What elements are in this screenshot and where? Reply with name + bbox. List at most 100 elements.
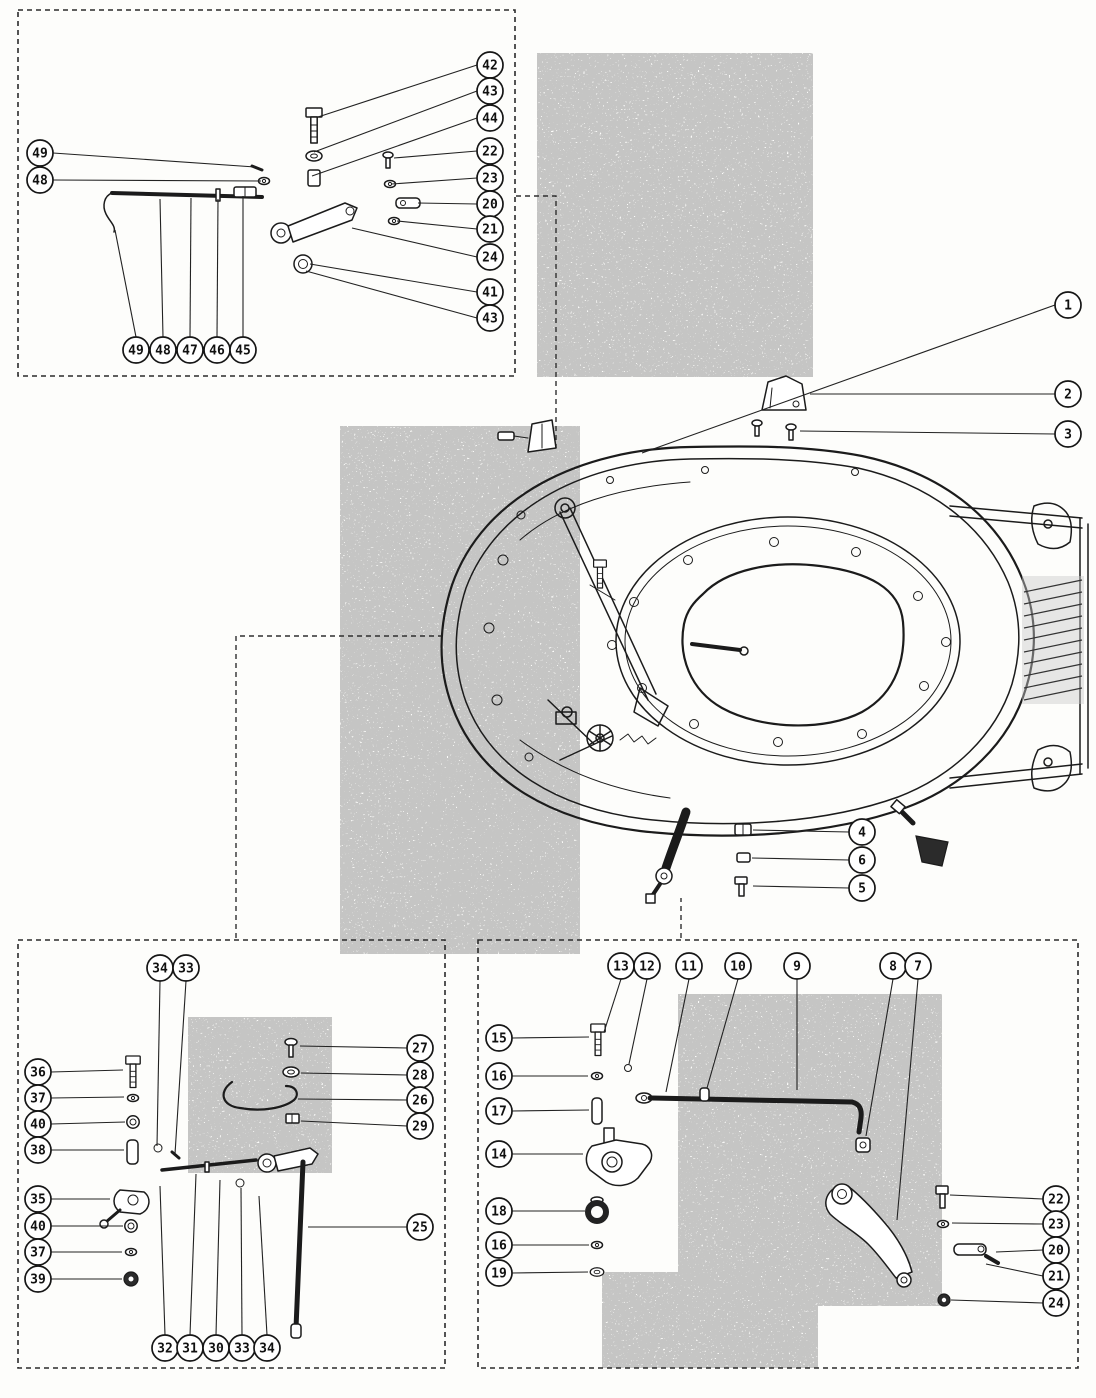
svg-text:33: 33: [178, 962, 194, 977]
callout-43: 43: [476, 77, 504, 105]
bottom-left-detail-panel-border: [17, 939, 446, 1369]
svg-text:38: 38: [30, 1144, 46, 1159]
svg-text:17: 17: [491, 1105, 507, 1120]
svg-text:23: 23: [482, 172, 498, 187]
callout-23b: 23: [1042, 1210, 1070, 1238]
callout-3: 3: [1054, 420, 1082, 448]
transom-bracket: [949, 502, 1089, 792]
svg-text:9: 9: [793, 960, 801, 975]
svg-text:30: 30: [208, 1342, 224, 1357]
callout-43b: 43: [476, 304, 504, 332]
svg-text:36: 36: [30, 1066, 46, 1081]
photocopy-speckle: [200, 80, 920, 1360]
callout-26: 26: [406, 1086, 434, 1114]
svg-text:35: 35: [30, 1193, 46, 1208]
svg-text:28: 28: [412, 1069, 428, 1084]
callout-37: 37: [24, 1084, 52, 1112]
callout-15: 15: [485, 1024, 513, 1052]
svg-text:22: 22: [482, 145, 498, 160]
callout-14: 14: [485, 1140, 513, 1168]
svg-text:44: 44: [482, 112, 498, 127]
callout-4: 4: [848, 818, 876, 846]
svg-text:13: 13: [613, 960, 629, 975]
connector-bottom-left-to-housing: [235, 635, 446, 938]
connector-top-left-to-housing: [516, 195, 557, 448]
callout-49b: 49: [122, 336, 150, 364]
callout-49: 49: [26, 139, 54, 167]
svg-text:7: 7: [914, 960, 922, 975]
callout-45: 45: [229, 336, 257, 364]
svg-text:25: 25: [412, 1221, 428, 1236]
callout-46: 46: [203, 336, 231, 364]
callout-41: 41: [476, 278, 504, 306]
callout-32: 32: [151, 1334, 179, 1362]
main-loose-parts: [734, 375, 949, 897]
svg-text:45: 45: [235, 344, 251, 359]
callout-16: 16: [485, 1062, 513, 1090]
callout-9: 9: [783, 952, 811, 980]
callout-25: 25: [406, 1213, 434, 1241]
transom-hatching: [1023, 579, 1083, 701]
top-left-detail-panel-border: [17, 9, 516, 377]
svg-text:42: 42: [482, 59, 498, 74]
svg-text:41: 41: [482, 286, 498, 301]
svg-text:14: 14: [491, 1148, 507, 1163]
callout-1: 1: [1054, 291, 1082, 319]
svg-text:26: 26: [412, 1094, 428, 1109]
main-housing: [440, 419, 1089, 904]
callout-11: 11: [675, 952, 703, 980]
callout-48b: 48: [149, 336, 177, 364]
svg-text:34: 34: [152, 962, 168, 977]
svg-text:34: 34: [259, 1342, 275, 1357]
svg-text:49: 49: [32, 147, 48, 162]
callout-31: 31: [176, 1334, 204, 1362]
svg-text:21: 21: [1048, 1270, 1064, 1285]
svg-text:16: 16: [491, 1070, 507, 1085]
callout-24b: 24: [1042, 1289, 1070, 1317]
callout-2: 2: [1054, 380, 1082, 408]
svg-text:1: 1: [1064, 299, 1072, 314]
svg-text:10: 10: [730, 960, 746, 975]
callout-18: 18: [485, 1197, 513, 1225]
svg-text:24: 24: [1048, 1297, 1064, 1312]
svg-text:5: 5: [858, 882, 866, 897]
svg-text:4: 4: [858, 826, 866, 841]
svg-text:33: 33: [234, 1342, 250, 1357]
svg-text:11: 11: [681, 960, 697, 975]
callout-23: 23: [476, 164, 504, 192]
svg-text:16: 16: [491, 1239, 507, 1254]
callout-16b: 16: [485, 1231, 513, 1259]
svg-text:40: 40: [30, 1118, 46, 1133]
callout-38: 38: [24, 1136, 52, 1164]
callout-8: 8: [879, 952, 907, 980]
svg-text:49: 49: [128, 344, 144, 359]
callout-34: 34: [146, 954, 174, 982]
svg-text:31: 31: [182, 1342, 198, 1357]
svg-text:12: 12: [639, 960, 655, 975]
svg-text:40: 40: [30, 1220, 46, 1235]
svg-text:23: 23: [1048, 1218, 1064, 1233]
callout-24: 24: [476, 243, 504, 271]
svg-text:2: 2: [1064, 388, 1072, 403]
callout-20: 20: [476, 190, 504, 218]
svg-text:39: 39: [30, 1273, 46, 1288]
callout-29: 29: [406, 1112, 434, 1140]
svg-text:43: 43: [482, 85, 498, 100]
callout-27: 27: [406, 1034, 434, 1062]
callout-balloons: 42 43 44 22 23 20 21 24 41 43 49 48 49 4…: [24, 51, 1082, 1362]
svg-text:48: 48: [155, 344, 171, 359]
svg-text:29: 29: [412, 1120, 428, 1135]
callout-19: 19: [485, 1259, 513, 1287]
callout-13: 13: [607, 952, 635, 980]
callout-7: 7: [904, 952, 932, 980]
svg-text:20: 20: [1048, 1244, 1064, 1259]
callout-6: 6: [848, 846, 876, 874]
callout-37b: 37: [24, 1238, 52, 1266]
callout-33: 33: [172, 954, 200, 982]
callout-35: 35: [24, 1185, 52, 1213]
bottom-left-panel-parts: [99, 1037, 319, 1339]
callout-40b: 40: [24, 1212, 52, 1240]
svg-text:22: 22: [1048, 1193, 1064, 1208]
